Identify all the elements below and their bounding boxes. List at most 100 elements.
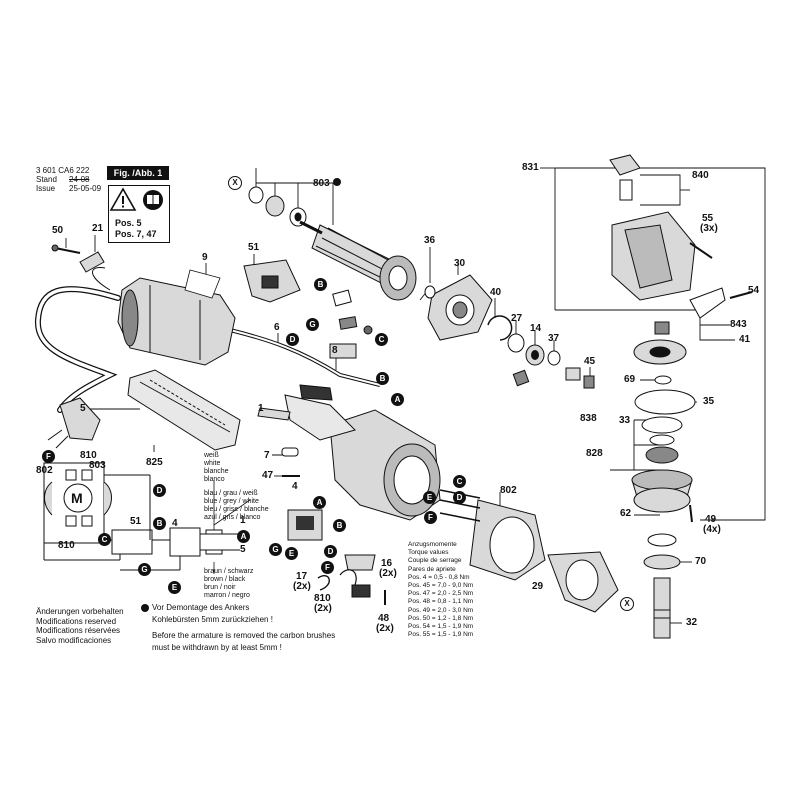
part-810: 810 <box>314 593 331 604</box>
callout-f-1: F <box>424 511 437 524</box>
color-legend-white: weiß white blanche blanco <box>204 452 229 484</box>
part-16-qty: (2x) <box>379 568 397 579</box>
pos-line-1: Pos. 5 <box>115 218 142 228</box>
callout-d-1: D <box>286 333 299 346</box>
changes-de: Änderungen vorbehalten <box>36 607 124 616</box>
bearing-plate <box>427 274 493 341</box>
part-47: 47 <box>262 470 274 481</box>
color-brown-en: brown / black <box>204 576 246 583</box>
torque-header-de: Anzugsmomente <box>408 541 457 548</box>
part-69: 69 <box>624 374 636 385</box>
color-brown-es: marron / negro <box>204 592 250 599</box>
part-37: 37 <box>548 333 560 344</box>
motor-housing <box>117 277 236 366</box>
gear-housing <box>284 384 441 521</box>
part-49: 49 <box>705 514 717 525</box>
changes-fr: Modifications réservées <box>36 626 121 635</box>
wiring-letter-f: F <box>42 450 55 463</box>
wiring-51: 51 <box>130 516 142 527</box>
part-4: 4 <box>292 481 298 492</box>
power-plug <box>47 397 101 449</box>
part-62: 62 <box>620 508 632 519</box>
part-16: 16 <box>381 558 393 569</box>
part-35: 35 <box>703 396 715 407</box>
part-51: 51 <box>248 242 260 253</box>
color-bluegrey-fr: bleu / grise / blanche <box>204 506 269 513</box>
issue-label: Issue <box>36 184 56 193</box>
part-828: 828 <box>586 448 603 459</box>
part-55-qty: (3x) <box>700 223 718 234</box>
callout-c-2: C <box>453 475 466 488</box>
torque-header-en: Torque values <box>408 549 449 557</box>
callout-b-3: B <box>333 519 346 532</box>
gear-head-cover <box>609 154 696 301</box>
wiring-5: 5 <box>240 544 246 555</box>
wiring-802: 802 <box>36 465 53 476</box>
color-legend-brown: braun / schwarz brown / black brun / noi… <box>204 568 253 600</box>
bottom-cover <box>127 369 241 451</box>
armature-note-en-1: Before the armature is removed the carbo… <box>152 631 336 640</box>
part-29: 29 <box>532 581 544 592</box>
switch-assembly <box>243 259 301 303</box>
part-17: 17 <box>296 571 308 582</box>
part-825: 825 <box>146 457 163 468</box>
part-70: 70 <box>695 556 707 567</box>
color-bluegrey-de: blau / grau / weiß <box>204 490 258 497</box>
callout-d-3: D <box>324 545 337 558</box>
part-49-qty: (4x) <box>703 524 721 535</box>
wiring-810-bottom: 810 <box>58 540 75 551</box>
color-bluegrey-es: azul / gris / blanco <box>204 514 261 521</box>
torque-row: Pos. 55 = 1,5 - 1,9 Nm <box>408 631 474 639</box>
wiring-diagram <box>43 462 240 571</box>
torque-header-es: Pares de apriete <box>408 565 456 573</box>
changes-reserved-note: Änderungen vorbehalten Modifications res… <box>36 607 124 645</box>
warning-box: Pos. 5 Pos. 7, 47 <box>108 185 170 243</box>
callout-g-2: G <box>269 543 282 556</box>
callout-a-1: A <box>391 393 404 406</box>
warning-triangle-icon <box>109 187 163 211</box>
armature-note-en-2: must be withdrawn by at least 5mm ! <box>152 643 282 652</box>
wiring-letter-a: A <box>237 530 250 543</box>
part-9: 9 <box>202 252 208 263</box>
part-7: 7 <box>264 450 270 461</box>
x-marker-bottom: X <box>620 597 634 611</box>
motor-symbol: M <box>71 490 83 506</box>
torque-header-fr: Couple de serrage <box>408 557 462 565</box>
armature-note-de-2: Kohlebürsten 5mm zurückziehen ! <box>152 615 273 624</box>
color-brown-de: braun / schwarz <box>204 568 254 575</box>
doc-number: 3 601 CA6 222 <box>36 166 90 175</box>
stator <box>469 499 546 581</box>
armature-note-de-1: Vor Demontage des Ankers <box>152 603 250 612</box>
part-50: 50 <box>52 225 64 236</box>
part-33: 33 <box>619 415 631 426</box>
torque-row: Pos. 49 = 2,0 - 3,0 Nm <box>408 606 474 614</box>
wiring-letter-g: G <box>138 563 151 576</box>
torque-row: Pos. 4 = 0,5 - 0,8 Nm <box>408 573 470 581</box>
part-803: 803 <box>313 178 330 189</box>
callout-b-1: B <box>314 278 327 291</box>
part-54: 54 <box>748 285 760 296</box>
torque-row: Pos. 54 = 1,5 - 1,9 Nm <box>408 623 474 631</box>
callout-e-2: E <box>285 547 298 560</box>
part-27: 27 <box>511 313 523 324</box>
part-36: 36 <box>424 235 436 246</box>
callout-g-1: G <box>306 318 319 331</box>
wiring-letter-b: B <box>153 517 166 530</box>
note-bullet <box>333 178 341 186</box>
torque-row: Pos. 48 = 0,8 - 1,1 Nm <box>408 598 474 606</box>
callout-e-1: E <box>423 491 436 504</box>
part-17-qty: (2x) <box>293 581 311 592</box>
wiring-letter-c: C <box>98 533 111 546</box>
part-14: 14 <box>530 323 542 334</box>
stand-label: Stand <box>36 175 57 184</box>
color-legend-bluegrey: blau / grau / weiß blue / grey / white b… <box>204 490 269 522</box>
part-21: 21 <box>92 223 104 234</box>
part-8: 8 <box>332 345 338 356</box>
stand-value: 24-08 <box>69 175 90 184</box>
part-48: 48 <box>378 613 390 624</box>
wiring-803: 803 <box>89 460 106 471</box>
color-brown-fr: brun / noir <box>204 584 236 591</box>
spindle-stack <box>631 339 696 639</box>
torque-row: Pos. 50 = 1,2 - 1,8 Nm <box>408 614 474 622</box>
